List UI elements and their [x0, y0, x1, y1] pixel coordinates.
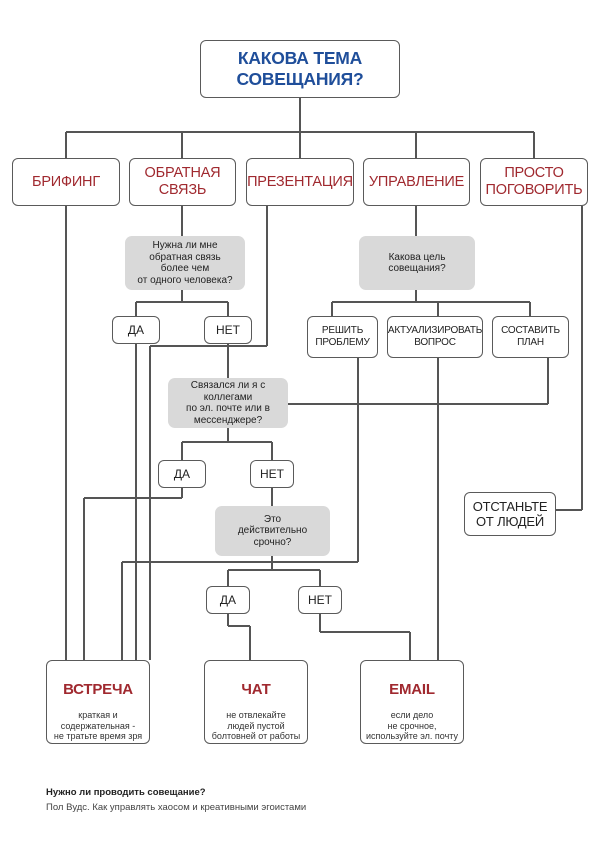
result-email: EMAIL если дело не срочное, используйте … — [360, 660, 464, 744]
result-meeting-desc: краткая и содержательная - не тратьте вр… — [53, 710, 143, 741]
answer-no-feedback: НЕТ — [204, 316, 252, 344]
goal-update-issue: АКТУАЛИЗИРОВАТЬ ВОПРОС — [387, 316, 483, 358]
answer-yes-urgent: ДА — [206, 586, 250, 614]
result-meeting-title: ВСТРЕЧА — [63, 681, 133, 698]
question-urgent: Это действительно срочно? — [215, 506, 330, 556]
goal-solve-problem: РЕШИТЬ ПРОБЛЕМУ — [307, 316, 378, 358]
question-goal: Какова цель совещания? — [359, 236, 475, 290]
result-chat-desc: не отвлекайте людей пустой болтовней от … — [211, 710, 301, 741]
result-meeting: ВСТРЕЧА краткая и содержательная - не тр… — [46, 660, 150, 744]
question-feedback: Нужна ли мне обратная связь более чем от… — [125, 236, 245, 290]
category-management: УПРАВЛЕНИЕ — [363, 158, 470, 206]
goal-make-plan: СОСТАВИТЬ ПЛАН — [492, 316, 569, 358]
answer-no-urgent: НЕТ — [298, 586, 342, 614]
answer-no-contacted: НЕТ — [250, 460, 294, 488]
diagram-title: КАКОВА ТЕМА СОВЕЩАНИЯ? — [200, 40, 400, 98]
category-just-talk: ПРОСТО ПОГОВОРИТЬ — [480, 158, 588, 206]
footer-question: Нужно ли проводить совещание? — [46, 787, 206, 798]
category-presentation: ПРЕЗЕНТАЦИЯ — [246, 158, 354, 206]
footer-source: Пол Вудс. Как управлять хаосом и креатив… — [46, 802, 307, 813]
result-chat-title: ЧАТ — [241, 681, 271, 698]
answer-yes-feedback: ДА — [112, 316, 160, 344]
category-briefing: БРИФИНГ — [12, 158, 120, 206]
result-email-desc: если дело не срочное, используйте эл. по… — [366, 710, 458, 741]
question-contacted: Связался ли я с коллегами по эл. почте и… — [168, 378, 288, 428]
result-chat: ЧАТ не отвлекайте людей пустой болтовней… — [204, 660, 308, 744]
category-feedback: ОБРАТНАЯ СВЯЗЬ — [129, 158, 236, 206]
answer-yes-contacted: ДА — [158, 460, 206, 488]
result-email-title: EMAIL — [389, 681, 435, 698]
leave-people-alone: ОТСТАНЬТЕ ОТ ЛЮДЕЙ — [464, 492, 556, 536]
